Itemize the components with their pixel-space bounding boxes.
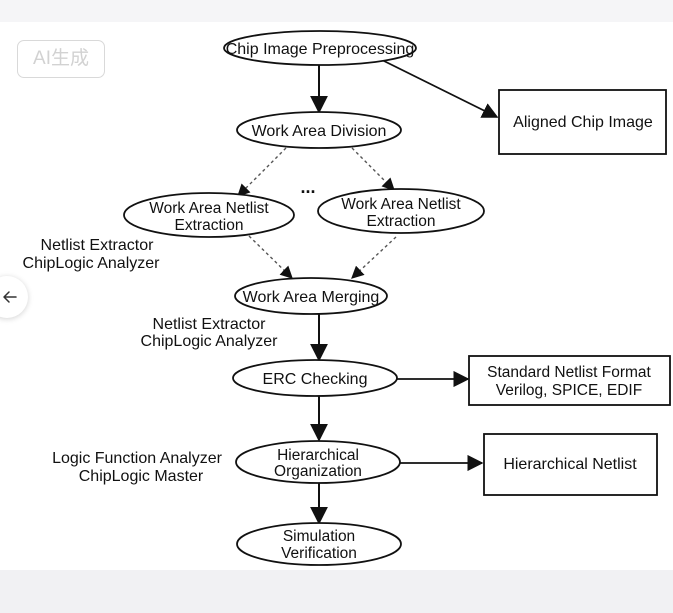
svg-text:ChipLogic Analyzer: ChipLogic Analyzer (141, 333, 279, 350)
arrow-left-icon (3, 291, 17, 303)
node-simulation-verification: Simulation Verification (236, 522, 402, 566)
svg-text:Work Area Netlist: Work Area Netlist (341, 196, 461, 213)
svg-text:ChipLogic Master: ChipLogic Master (79, 468, 204, 485)
svg-text:ERC Checking: ERC Checking (263, 371, 368, 388)
annotation-tools-hierarchical: Logic Function Analyzer ChipLogic Master (52, 450, 223, 485)
node-erc-checking: ERC Checking (232, 359, 398, 397)
dashed-arrow-division-to-left (237, 147, 287, 197)
ellipsis-more-work-areas: ... (300, 177, 315, 197)
svg-text:Standard Netlist Format: Standard Netlist Format (487, 364, 651, 381)
svg-text:Work Area Merging: Work Area Merging (243, 289, 380, 306)
annotation-tools-merging: Netlist Extractor ChipLogic Analyzer (141, 316, 279, 350)
node-work-area-netlist-extraction-right: Work Area Netlist Extraction (317, 188, 485, 234)
output-hierarchical-netlist: Hierarchical Netlist (483, 433, 658, 496)
bottom-band (0, 570, 673, 613)
dashed-arrow-right-to-merging (351, 236, 397, 279)
dashed-arrow-left-to-merging (248, 235, 293, 279)
svg-text:Aligned Chip Image: Aligned Chip Image (513, 114, 653, 131)
svg-text:Work Area Netlist: Work Area Netlist (149, 200, 269, 217)
svg-text:Extraction: Extraction (175, 217, 244, 234)
svg-text:Extraction: Extraction (367, 213, 436, 230)
svg-text:Simulation: Simulation (283, 528, 355, 545)
svg-text:Logic Function Analyzer: Logic Function Analyzer (52, 450, 223, 467)
annotation-tools-extraction: Netlist Extractor ChipLogic Analyzer (23, 237, 161, 272)
node-hierarchical-organization: Hierarchical Organization (235, 440, 401, 484)
output-standard-netlist-format: Standard Netlist Format Verilog, SPICE, … (468, 355, 671, 406)
svg-text:Verification: Verification (281, 545, 357, 562)
svg-text:Work Area Division: Work Area Division (252, 123, 387, 140)
svg-text:ChipLogic Analyzer: ChipLogic Analyzer (23, 255, 161, 272)
svg-text:Hierarchical: Hierarchical (277, 447, 359, 464)
node-work-area-merging: Work Area Merging (234, 277, 388, 315)
ai-generated-watermark: AI生成 (17, 40, 105, 78)
svg-text:Netlist Extractor: Netlist Extractor (153, 316, 267, 333)
svg-text:Netlist Extractor: Netlist Extractor (41, 237, 155, 254)
svg-text:Hierarchical Netlist: Hierarchical Netlist (503, 456, 637, 473)
svg-text:Verilog, SPICE, EDIF: Verilog, SPICE, EDIF (496, 382, 642, 399)
node-chip-image-preprocessing: Chip Image Preprocessing (223, 30, 417, 66)
svg-text:Organization: Organization (274, 463, 362, 480)
node-work-area-netlist-extraction-left: Work Area Netlist Extraction (123, 192, 295, 238)
svg-text:Chip Image Preprocessing: Chip Image Preprocessing (226, 41, 415, 58)
output-aligned-chip-image: Aligned Chip Image (498, 89, 667, 155)
arrow-preprocess-to-aligned (381, 59, 499, 118)
node-work-area-division: Work Area Division (236, 111, 402, 149)
dashed-arrow-division-to-right (351, 147, 395, 191)
